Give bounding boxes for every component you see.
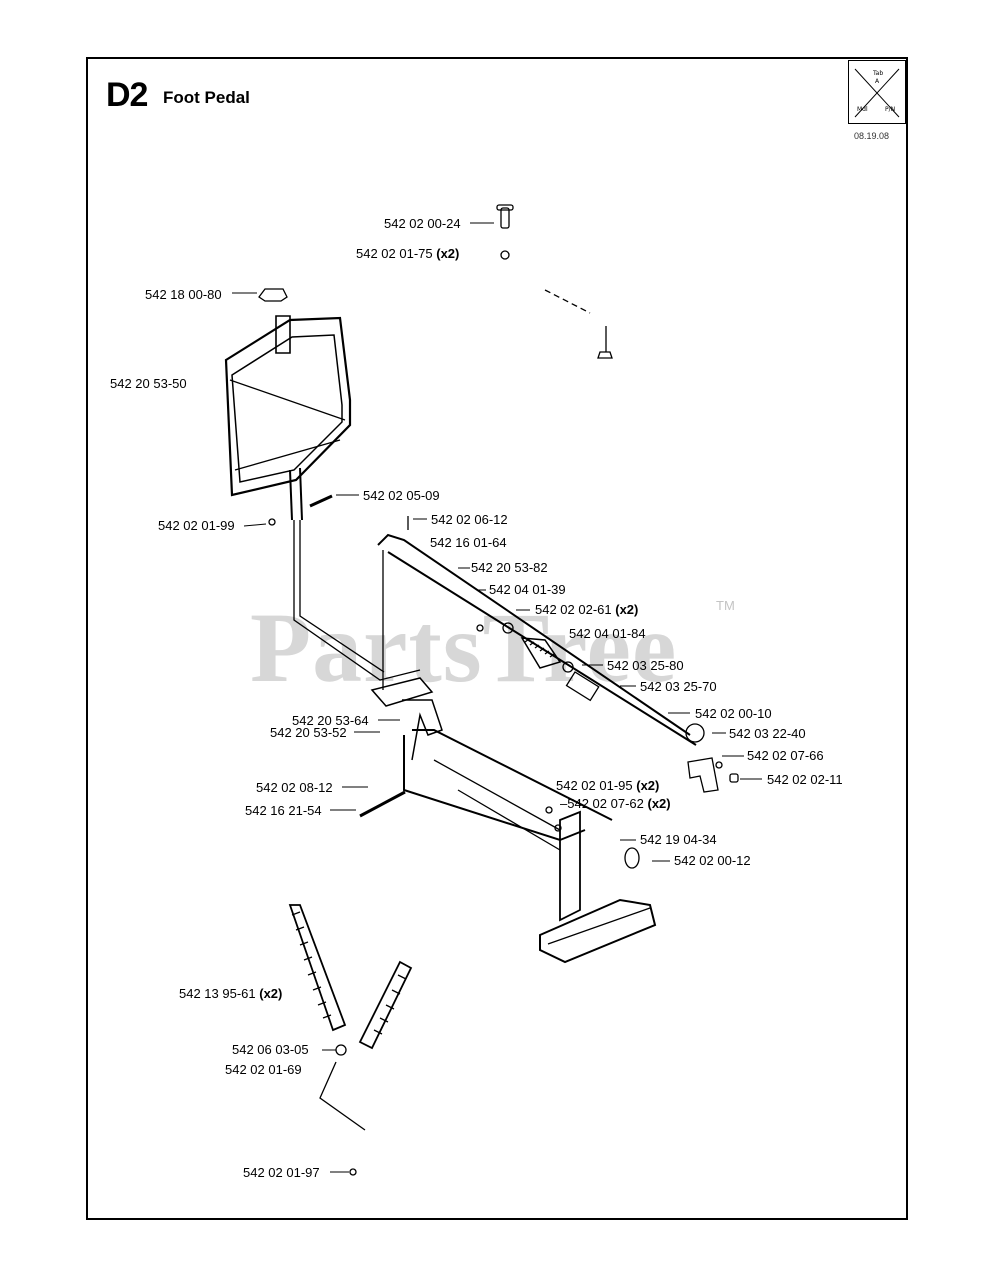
part-label[interactable]: 542 20 53-64 bbox=[292, 713, 369, 728]
nut-icon bbox=[545, 806, 562, 832]
bolt-icon bbox=[496, 204, 514, 229]
part-label[interactable]: 542 06 03-05 bbox=[232, 1042, 309, 1057]
orientation-cross-icon: Tab A Mdl P/N bbox=[854, 68, 900, 118]
bracket bbox=[370, 677, 443, 761]
part-label[interactable]: 542 13 95-61 (x2) bbox=[179, 986, 283, 1001]
linkage-rod bbox=[293, 520, 421, 681]
revision-date: 08.19.08 bbox=[854, 131, 890, 141]
part-label[interactable]: 542 04 01-84 bbox=[569, 626, 646, 641]
seat-frame bbox=[224, 315, 352, 521]
part-label[interactable]: 542 02 01-75 (x2) bbox=[356, 246, 460, 261]
screw-icon bbox=[309, 494, 333, 508]
nut-icon bbox=[597, 326, 613, 359]
watermark: PartsTree bbox=[250, 592, 678, 703]
part-label[interactable]: 542 18 00-80 bbox=[145, 287, 222, 302]
trademark: TM bbox=[716, 598, 735, 613]
nut-icon bbox=[268, 518, 276, 526]
part-label[interactable]: 542 02 00-12 bbox=[674, 853, 751, 868]
part-label[interactable]: 542 20 53-52 bbox=[270, 725, 347, 740]
knob-icon bbox=[685, 723, 705, 743]
screw-icon bbox=[729, 773, 739, 783]
part-label[interactable]: 542 02 01-69 bbox=[225, 1062, 302, 1077]
pivot-bar bbox=[377, 533, 697, 746]
leader-lines bbox=[232, 222, 762, 1173]
spring-icon bbox=[358, 960, 413, 1050]
pedal-plate bbox=[539, 898, 657, 964]
corner-mark: P/N bbox=[885, 106, 895, 113]
bushing-icon bbox=[562, 661, 600, 702]
washer-icon bbox=[476, 622, 514, 634]
part-label[interactable]: 542 03 25-70 bbox=[640, 679, 717, 694]
part-label[interactable]: 542 19 04-34 bbox=[640, 832, 717, 847]
part-label[interactable]: 542 02 00-10 bbox=[695, 706, 772, 721]
spring-icon bbox=[520, 637, 562, 669]
diagram-frame bbox=[86, 57, 908, 1220]
corner-mark: Mdl bbox=[857, 106, 868, 113]
orientation-box: Tab A Mdl P/N bbox=[848, 60, 906, 124]
part-label[interactable]: 542 02 05-09 bbox=[363, 488, 440, 503]
cam-icon bbox=[624, 847, 640, 869]
corner-mark: A bbox=[875, 78, 880, 85]
part-label[interactable]: 542 02 00-24 bbox=[384, 216, 461, 231]
washer-icon bbox=[715, 761, 723, 769]
pedal-arm bbox=[403, 729, 613, 922]
part-label[interactable]: 542 02 06-12 bbox=[431, 512, 508, 527]
part-label[interactable]: 542 16 01-64 bbox=[430, 535, 507, 550]
eye-bolt-icon bbox=[335, 1044, 347, 1056]
corner-mark: Tab bbox=[872, 70, 883, 77]
page-title: Foot Pedal bbox=[163, 88, 250, 107]
nut-icon bbox=[349, 1168, 357, 1176]
clip-icon bbox=[258, 288, 288, 302]
part-label[interactable]: –542 02 07-62 (x2) bbox=[560, 796, 671, 811]
rod-icon bbox=[319, 1061, 366, 1131]
part-label[interactable]: 542 16 21-54 bbox=[245, 803, 322, 818]
section-code: D2 bbox=[106, 76, 148, 114]
part-label[interactable]: 542 02 07-66 bbox=[747, 748, 824, 763]
part-label[interactable]: 542 20 53-82 bbox=[471, 560, 548, 575]
part-label[interactable]: 542 03 22-40 bbox=[729, 726, 806, 741]
clevis-icon bbox=[687, 757, 719, 793]
part-label[interactable]: 542 02 02-11 bbox=[767, 772, 843, 787]
part-label[interactable]: 542 02 01-99 bbox=[158, 518, 235, 533]
spring-icon bbox=[288, 904, 347, 1032]
part-label[interactable]: 542 02 01-97 bbox=[243, 1165, 320, 1180]
part-label[interactable]: 542 20 53-50 bbox=[110, 376, 187, 391]
part-label[interactable]: 542 02 02-61 (x2) bbox=[535, 602, 639, 617]
part-label[interactable]: 542 02 01-95 (x2) bbox=[556, 778, 660, 793]
part-label[interactable]: 542 04 01-39 bbox=[489, 582, 566, 597]
part-label[interactable]: 542 02 08-12 bbox=[256, 780, 333, 795]
pin-icon bbox=[359, 790, 406, 818]
nut-icon bbox=[500, 250, 510, 260]
part-label[interactable]: 542 03 25-80 bbox=[607, 658, 684, 673]
